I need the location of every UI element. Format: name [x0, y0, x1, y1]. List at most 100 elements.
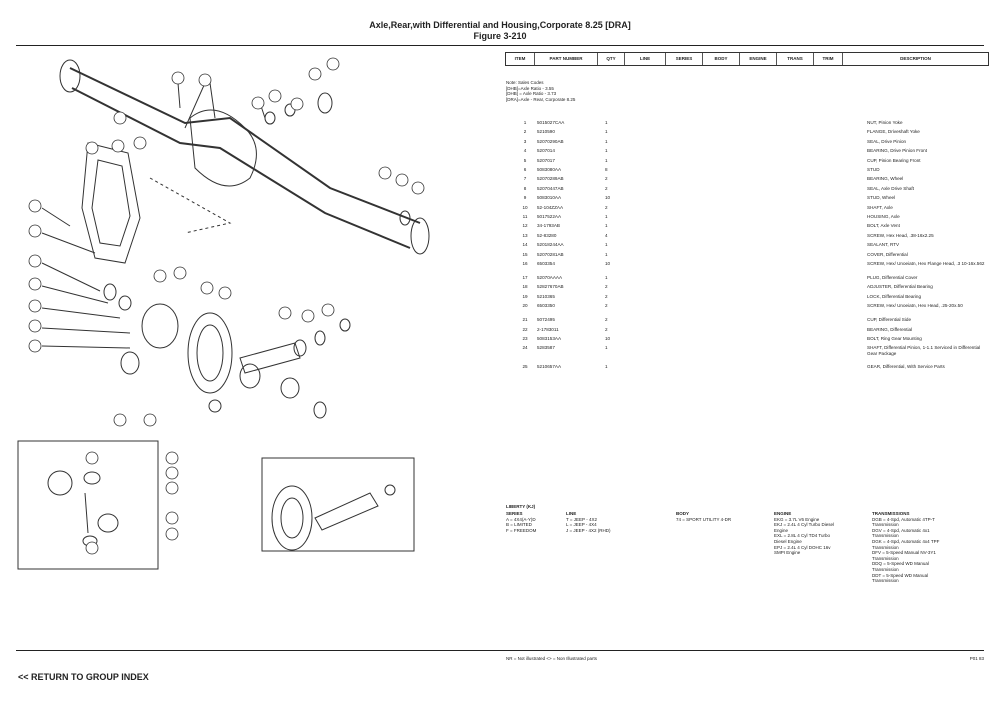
row-part-number: 52070AAAA [537, 275, 563, 280]
legend-transmissions: TRANSMISSIONS DGB = 4-Spd, Automatic 4TP… [872, 511, 939, 584]
sales-code-note: Note: Sales Codes [DHB]=Axle Ratio - 3.5… [506, 80, 575, 102]
row-description: CUP, Differential Side [867, 317, 912, 323]
legend-line: DDT = 5-Speed WD Manual [872, 572, 929, 578]
row-qty: 1 [605, 214, 608, 219]
row-description: ADJUSTER, Differential Bearing [867, 284, 933, 290]
row-item: 18 [522, 284, 528, 290]
row-qty: 1 [605, 138, 608, 144]
row-qty: 1 [605, 223, 608, 229]
row-qty: 1 [605, 157, 608, 163]
exploded-axle-diagram [17, 57, 430, 570]
legend-line: L = JEEP - 4X4 [566, 522, 597, 528]
legend-line: SMPI Engine [774, 550, 801, 556]
row-description: SEAL, Drive Pinion [867, 138, 907, 144]
row-item: 2 [523, 129, 527, 135]
row-item: 17 [522, 275, 528, 280]
row-part-number: 5083010AA [537, 195, 562, 201]
legend-engine: ENGINE EKG = 3.7L V6 Engine EKJ = 2.4L 4… [774, 511, 834, 556]
legend-line: EPJ = 2.4L 4 Cyl DOHC 16v [774, 544, 831, 550]
row-qty: 1 [605, 275, 608, 280]
row-description: SHAFT, Differential Pinion, 1-1.1 Servic… [867, 345, 981, 356]
parts-table-header: ITEM PART NUMBER QTY LINE SERIES BODY EN… [505, 52, 989, 66]
row-part-number: 5207014 [537, 148, 555, 154]
row-qty: 2 [605, 317, 608, 323]
legend-line-codes: LINE T = JEEP - 4X2 L = JEEP - 4X4 J = J… [566, 511, 611, 533]
legend-line: Transmission [872, 555, 899, 561]
legend-line: Transmission [872, 544, 899, 550]
col-trim: TRIM [814, 53, 843, 65]
row-item: 13 [522, 232, 528, 238]
legend-liberty: LIBERTY (KJ) [506, 504, 535, 510]
row-qty: 2 [605, 303, 608, 309]
row-description: SHAFT, Axle [867, 204, 893, 210]
row-qty: 10 [605, 261, 611, 266]
row-item: 4 [523, 148, 527, 154]
legend-line: DGV = 4-Spd, Automatic 4x1 [872, 527, 930, 533]
row-item: 21 [522, 317, 528, 323]
row-item: 12 [522, 223, 528, 229]
row-item: 24 [522, 345, 528, 351]
note-line: [DHB]=Axle Ratio - 3.55 [506, 85, 554, 91]
row-description: PLUG, Differential Cover [867, 275, 918, 280]
legend-line: EXL = 2.8L 4 Cyl TD4 Turbo [774, 533, 830, 539]
legend-line: DFV = 5-Speed Manual NV-3Y1 [872, 550, 936, 556]
row-qty: 2 [605, 204, 608, 210]
row-description: GEAR, Differential, With Service Parts [867, 364, 945, 370]
note-line: [DHB] = Axle Ratio - 3.73 [506, 91, 557, 97]
row-description: HOUSING, Axle [867, 214, 900, 219]
row-qty: 1 [605, 345, 608, 351]
legend-body: BODY 74 = SPORT UTILITY 4-DR [676, 511, 731, 522]
legend-series: SERIES A = 4X4(A-Y)D B = LIMITED F = FRE… [506, 511, 536, 533]
page-title: Axle,Rear,with Differential and Housing,… [369, 20, 631, 30]
col-series: SERIES [666, 53, 703, 65]
row-item: 25 [522, 364, 528, 370]
row-description: NUT, Pinion Yoke [867, 120, 903, 125]
col-engine: ENGINE [740, 53, 777, 65]
row-item: 1 [523, 120, 527, 125]
row-description: CUP, Pinion Bearing Front [867, 157, 921, 163]
legend-head: ENGINE [774, 511, 792, 516]
row-part-number: 5083080AA [537, 167, 562, 172]
row-qty: 2 [605, 176, 608, 182]
row-description: STUD, Wheel [867, 195, 896, 201]
row-qty: 10 [605, 336, 611, 341]
col-description: DESCRIPTION [900, 56, 931, 61]
row-part-number: 5210657AA [537, 364, 562, 370]
row-qty: 2 [605, 293, 608, 299]
row-qty: 8 [605, 167, 608, 172]
row-part-number: 52070281AB [537, 251, 564, 257]
legend-head: BODY [676, 511, 690, 516]
row-item: 14 [522, 242, 528, 248]
bottom-rule [16, 650, 984, 651]
col-trans: TRANS [777, 53, 814, 65]
row-description: SCREW, Hex/ Unoeiatn, Hex Head, .25-20x.… [867, 303, 963, 309]
footer-note: NR = Not illustrated <> = Non Illustrate… [506, 656, 598, 661]
legend-line: T = JEEP - 4X2 [566, 516, 597, 522]
row-qty: 10 [605, 195, 611, 201]
col-item: ITEM [506, 53, 535, 65]
row-description: BEARING, Differential [867, 326, 913, 332]
legend-line: Transmission [872, 578, 899, 584]
row-part-number: 5083153AA [537, 336, 562, 341]
row-part-number: 5283587 [537, 345, 555, 351]
row-qty: 1 [605, 120, 608, 125]
row-part-number: 52827670AB [537, 284, 564, 290]
row-item: 22 [522, 326, 528, 332]
row-part-number: 5207017 [537, 157, 555, 163]
row-part-number: 52070447AB [537, 185, 564, 191]
row-qty: 4 [605, 232, 608, 238]
row-part-number: 5017522AA [537, 214, 562, 219]
row-item: 8 [523, 185, 527, 191]
legend-line: A = 4X4(A-Y)D [506, 516, 536, 522]
row-part-number: 6503350 [537, 303, 555, 309]
row-qty: 1 [605, 129, 608, 135]
return-to-group-index-link[interactable]: << RETURN TO GROUP INDEX [18, 672, 149, 682]
legend-head: LINE [566, 511, 577, 516]
row-description: FLANGE, Driveshaft Yoke [867, 129, 920, 135]
figure-number: Figure 3-210 [473, 31, 527, 41]
row-item: 16 [522, 261, 528, 266]
legend-line: 74 = SPORT UTILITY 4-DR [676, 516, 732, 522]
legend-line: DGK = 4-Spd, Automatic 4x4 TPF [872, 538, 940, 544]
legend-line: EKG = 3.7L V6 Engine [774, 516, 820, 522]
row-description: SCREW, Hex/ Unoeiatn, Hex Flange Head, .… [867, 261, 985, 266]
